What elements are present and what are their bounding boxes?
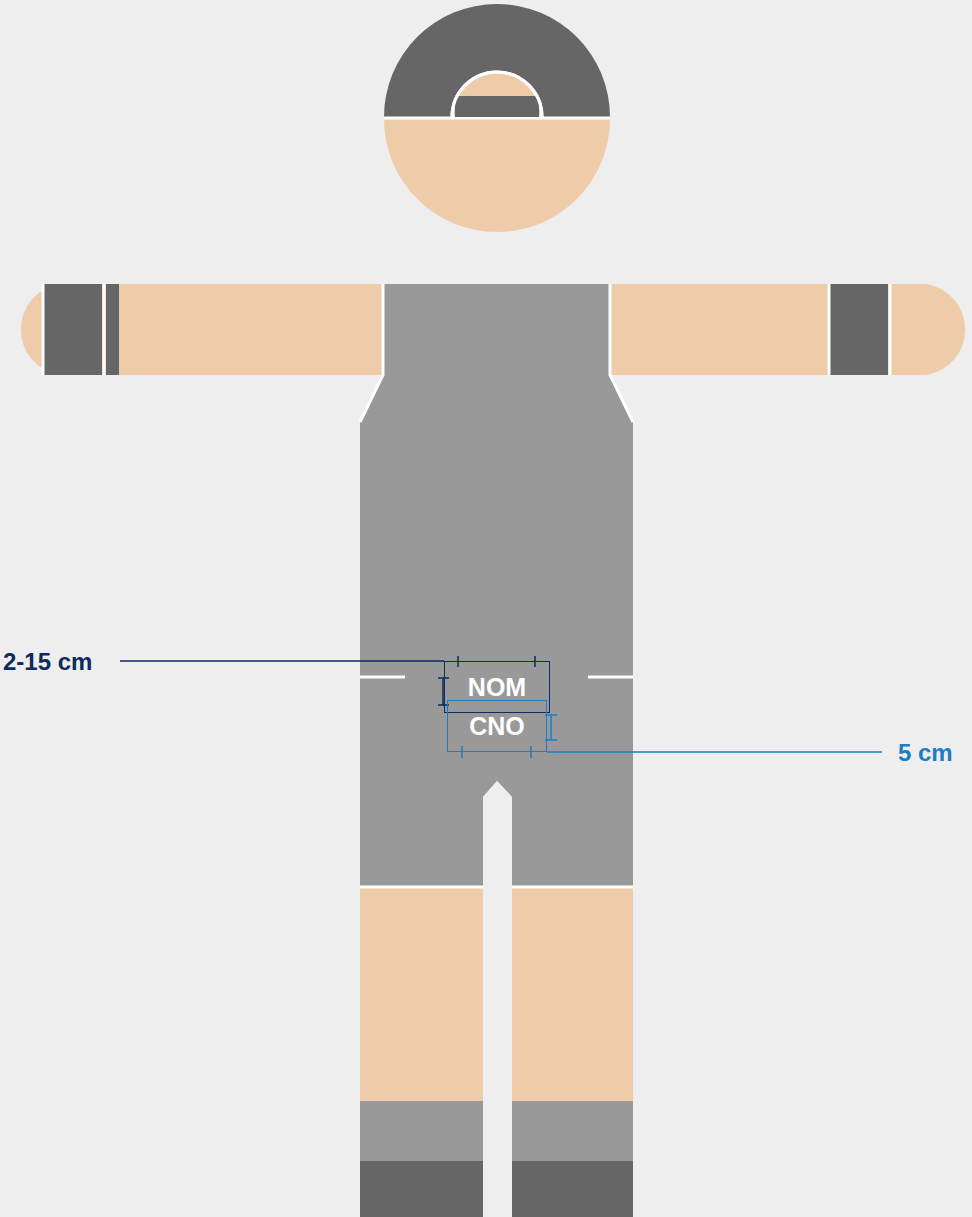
cap-opening-edge — [452, 72, 542, 117]
band-edge — [103, 284, 106, 375]
right-arm — [609, 284, 965, 375]
leg-gap — [483, 781, 512, 1217]
dimension-label: 2-15 cm — [3, 650, 92, 674]
band-edge — [828, 284, 831, 375]
band-edge — [42, 284, 45, 375]
dimension-navy — [120, 656, 535, 705]
left-wristband — [106, 284, 119, 375]
cap — [384, 4, 610, 117]
dimension-label: 5 cm — [898, 741, 953, 765]
armhole-edge — [360, 284, 633, 422]
left-leg — [360, 887, 483, 1102]
noc-box: CNO — [447, 700, 547, 752]
cap-opening — [452, 72, 542, 117]
face — [384, 119, 610, 232]
left-sock — [360, 1101, 483, 1161]
waist-mark — [588, 676, 633, 679]
waist-mark — [360, 676, 405, 679]
band-edge — [889, 284, 892, 375]
right-sock — [512, 1101, 633, 1161]
box-text: CNO — [469, 714, 525, 739]
cap-band — [455, 96, 539, 117]
right-shoe — [512, 1161, 633, 1217]
left-arm — [21, 284, 384, 375]
right-leg — [512, 887, 633, 1102]
right-wristband — [830, 284, 888, 375]
box-text: NOM — [468, 675, 526, 700]
left-shoe — [360, 1161, 483, 1217]
name-box: NOM — [444, 661, 550, 713]
left-wristband — [44, 284, 102, 375]
